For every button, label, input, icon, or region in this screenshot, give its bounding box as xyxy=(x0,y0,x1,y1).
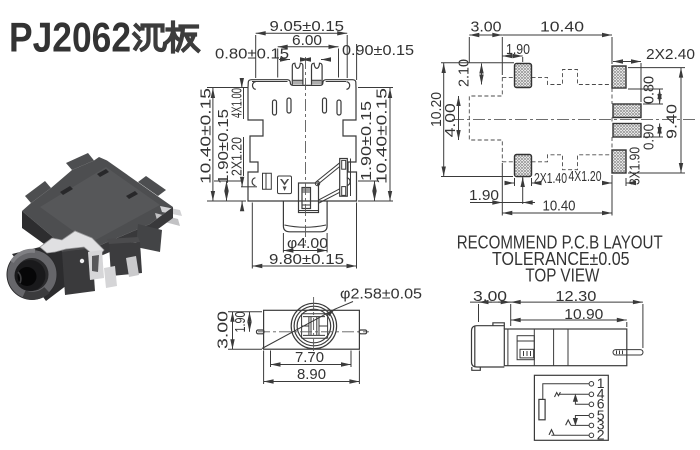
svg-text:6: 6 xyxy=(597,395,605,411)
svg-text:2: 2 xyxy=(597,426,605,442)
svg-text:2X1.20: 2X1.20 xyxy=(229,137,246,176)
svg-text:0.80±0.15: 0.80±0.15 xyxy=(215,46,289,63)
svg-text:9.40: 9.40 xyxy=(664,104,681,139)
svg-text:φ4.00: φ4.00 xyxy=(287,235,328,252)
svg-text:1.90±0.15: 1.90±0.15 xyxy=(215,109,232,184)
svg-text:3: 3 xyxy=(597,417,605,433)
svg-text:φ2.58±0.05: φ2.58±0.05 xyxy=(340,286,422,303)
svg-text:5: 5 xyxy=(597,407,605,423)
svg-text:1.90: 1.90 xyxy=(506,41,530,58)
svg-text:2.10: 2.10 xyxy=(456,59,473,87)
svg-text:1.90±0.15: 1.90±0.15 xyxy=(358,101,375,181)
svg-text:TOLERANCE±0.05: TOLERANCE±0.05 xyxy=(492,249,630,269)
svg-text:4: 4 xyxy=(597,386,605,402)
svg-text:9.05±0.15: 9.05±0.15 xyxy=(270,18,345,35)
svg-text:TOP VIEW: TOP VIEW xyxy=(525,266,599,286)
svg-text:4.00: 4.00 xyxy=(442,103,459,137)
svg-text:4X1.00: 4X1.00 xyxy=(229,88,246,118)
svg-text:8.90: 8.90 xyxy=(297,366,326,383)
svg-text:1.90: 1.90 xyxy=(469,187,499,204)
svg-text:9.80±0.15: 9.80±0.15 xyxy=(269,251,344,268)
svg-text:0.80: 0.80 xyxy=(641,76,658,104)
svg-text:3X1.90: 3X1.90 xyxy=(627,147,644,185)
svg-text:10.40±0.15: 10.40±0.15 xyxy=(374,88,391,184)
svg-text:2X1.40: 2X1.40 xyxy=(534,170,567,187)
svg-text:PJ2062: PJ2062 xyxy=(9,14,131,61)
svg-text:2X2.40: 2X2.40 xyxy=(646,46,695,63)
svg-text:3.00: 3.00 xyxy=(471,19,502,36)
svg-text:RECOMMEND P.C.B LAYOUT: RECOMMEND P.C.B LAYOUT xyxy=(457,232,663,252)
svg-text:1: 1 xyxy=(597,375,605,391)
svg-text:10.40: 10.40 xyxy=(543,198,576,215)
svg-text:10.20: 10.20 xyxy=(428,92,445,127)
svg-text:10.40: 10.40 xyxy=(540,19,584,36)
svg-text:0.90±0.15: 0.90±0.15 xyxy=(342,42,414,59)
svg-text:10.40±0.15: 10.40±0.15 xyxy=(198,88,215,184)
svg-text:3.00: 3.00 xyxy=(215,311,232,349)
svg-text:1.90: 1.90 xyxy=(232,312,249,333)
svg-text:7.70: 7.70 xyxy=(295,349,324,366)
svg-text:4X1.20: 4X1.20 xyxy=(569,168,602,185)
